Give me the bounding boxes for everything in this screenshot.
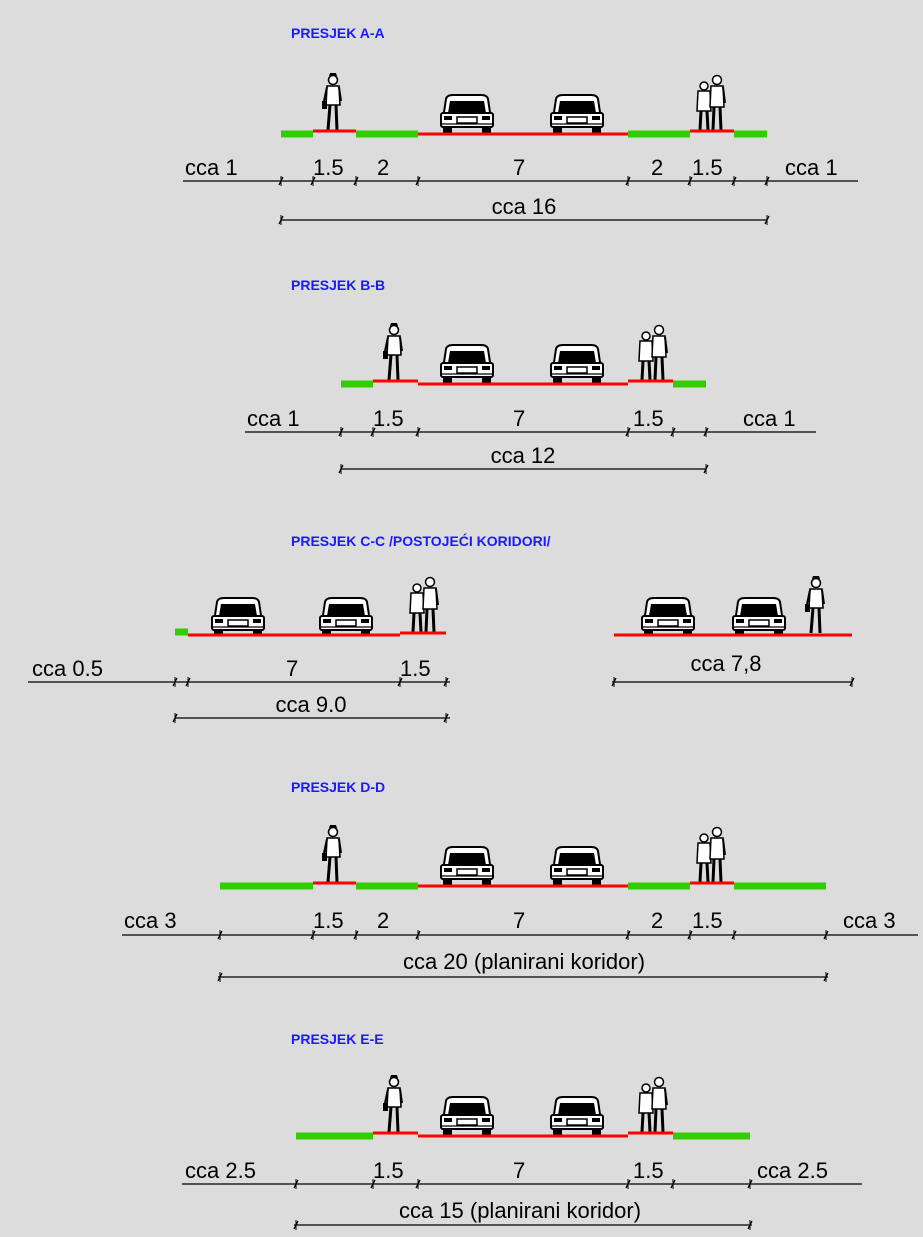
section-c-title: PRESJEK C-C /POSTOJEĆI KORIDORI/	[291, 532, 551, 549]
dim-label: 7	[513, 406, 525, 431]
car-rear-icon	[319, 597, 373, 637]
total-label: cca 7,8	[691, 651, 762, 676]
dim-label: cca 0.5	[32, 656, 103, 681]
dim-label: cca 1	[185, 155, 238, 180]
pedestrian-icon	[381, 321, 404, 382]
dim-label: 1.5	[400, 656, 431, 681]
dim-label: 1.5	[373, 406, 404, 431]
pedestrian-icon	[320, 71, 343, 132]
car-rear-icon	[550, 344, 604, 384]
dim-label: cca 1	[785, 155, 838, 180]
section-e: PRESJEK E-E cca 2.5 1.5 7 1.5 cca 2.5 cc…	[182, 1031, 862, 1231]
total-label: cca 16	[492, 194, 557, 219]
section-d-title: PRESJEK D-D	[291, 779, 385, 795]
pedestrian-couple-icon	[695, 74, 727, 132]
car-rear-icon	[440, 1096, 494, 1136]
car-rear-icon	[550, 846, 604, 886]
dim-label: 1.5	[692, 155, 723, 180]
dim-label: 7	[286, 656, 298, 681]
dim-label: cca 1	[247, 406, 300, 431]
dim-label: cca 3	[124, 908, 177, 933]
car-rear-icon	[440, 94, 494, 134]
dim-label: cca 2.5	[757, 1158, 828, 1183]
dim-label: 1.5	[373, 1158, 404, 1183]
section-a-title: PRESJEK A-A	[291, 25, 385, 41]
road-profile	[220, 881, 826, 890]
road-profile	[341, 379, 706, 388]
section-b: PRESJEK B-B cca 1 1.5 7 1.5 cca 1 cca 12	[245, 277, 816, 475]
dim-label: 1.5	[633, 406, 664, 431]
dim-label: 1.5	[313, 908, 344, 933]
car-rear-icon	[641, 597, 695, 637]
pedestrian-icon	[803, 574, 826, 635]
section-b-title: PRESJEK B-B	[291, 277, 385, 293]
total-label: cca 12	[491, 443, 556, 468]
section-e-title: PRESJEK E-E	[291, 1031, 384, 1047]
pedestrian-icon	[320, 823, 343, 884]
total-label: cca 9.0	[276, 692, 347, 717]
car-rear-icon	[440, 344, 494, 384]
dim-label: 2	[651, 155, 663, 180]
dim-label: 2	[651, 908, 663, 933]
total-label: cca 20 (planirani koridor)	[403, 949, 645, 974]
dim-label: 2	[377, 908, 389, 933]
section-c: PRESJEK C-C /POSTOJEĆI KORIDORI/ cca 0.5…	[28, 532, 855, 724]
road-profile	[175, 628, 446, 637]
car-rear-icon	[211, 597, 265, 637]
dim-label: 1.5	[633, 1158, 664, 1183]
car-rear-icon	[550, 1096, 604, 1136]
dim-label: 2	[377, 155, 389, 180]
dim-label: 1.5	[692, 908, 723, 933]
road-profile	[281, 129, 767, 138]
pedestrian-icon	[381, 1073, 404, 1134]
dim-label: cca 3	[843, 908, 896, 933]
pedestrian-couple-icon	[695, 826, 727, 884]
road-profile	[296, 1131, 750, 1140]
section-d: PRESJEK D-D cca 3 1.5 2 7 2 1.5 cca 3 cc…	[122, 779, 918, 983]
dim-label: 7	[513, 1158, 525, 1183]
pedestrian-couple-icon	[637, 1076, 669, 1134]
dim-label: cca 2.5	[185, 1158, 256, 1183]
pedestrian-couple-icon	[637, 324, 669, 382]
section-a: PRESJEK A-A cca 1 1.5 2 7 2 1.5 cca 1 cc…	[183, 25, 858, 226]
dim-label: cca 1	[743, 406, 796, 431]
car-rear-icon	[440, 846, 494, 886]
car-rear-icon	[732, 597, 786, 637]
car-rear-icon	[550, 94, 604, 134]
dim-label: 7	[513, 155, 525, 180]
total-label: cca 15 (planirani koridor)	[399, 1198, 641, 1223]
dim-label: 1.5	[313, 155, 344, 180]
pedestrian-couple-icon	[408, 576, 440, 634]
dim-label: 7	[513, 908, 525, 933]
